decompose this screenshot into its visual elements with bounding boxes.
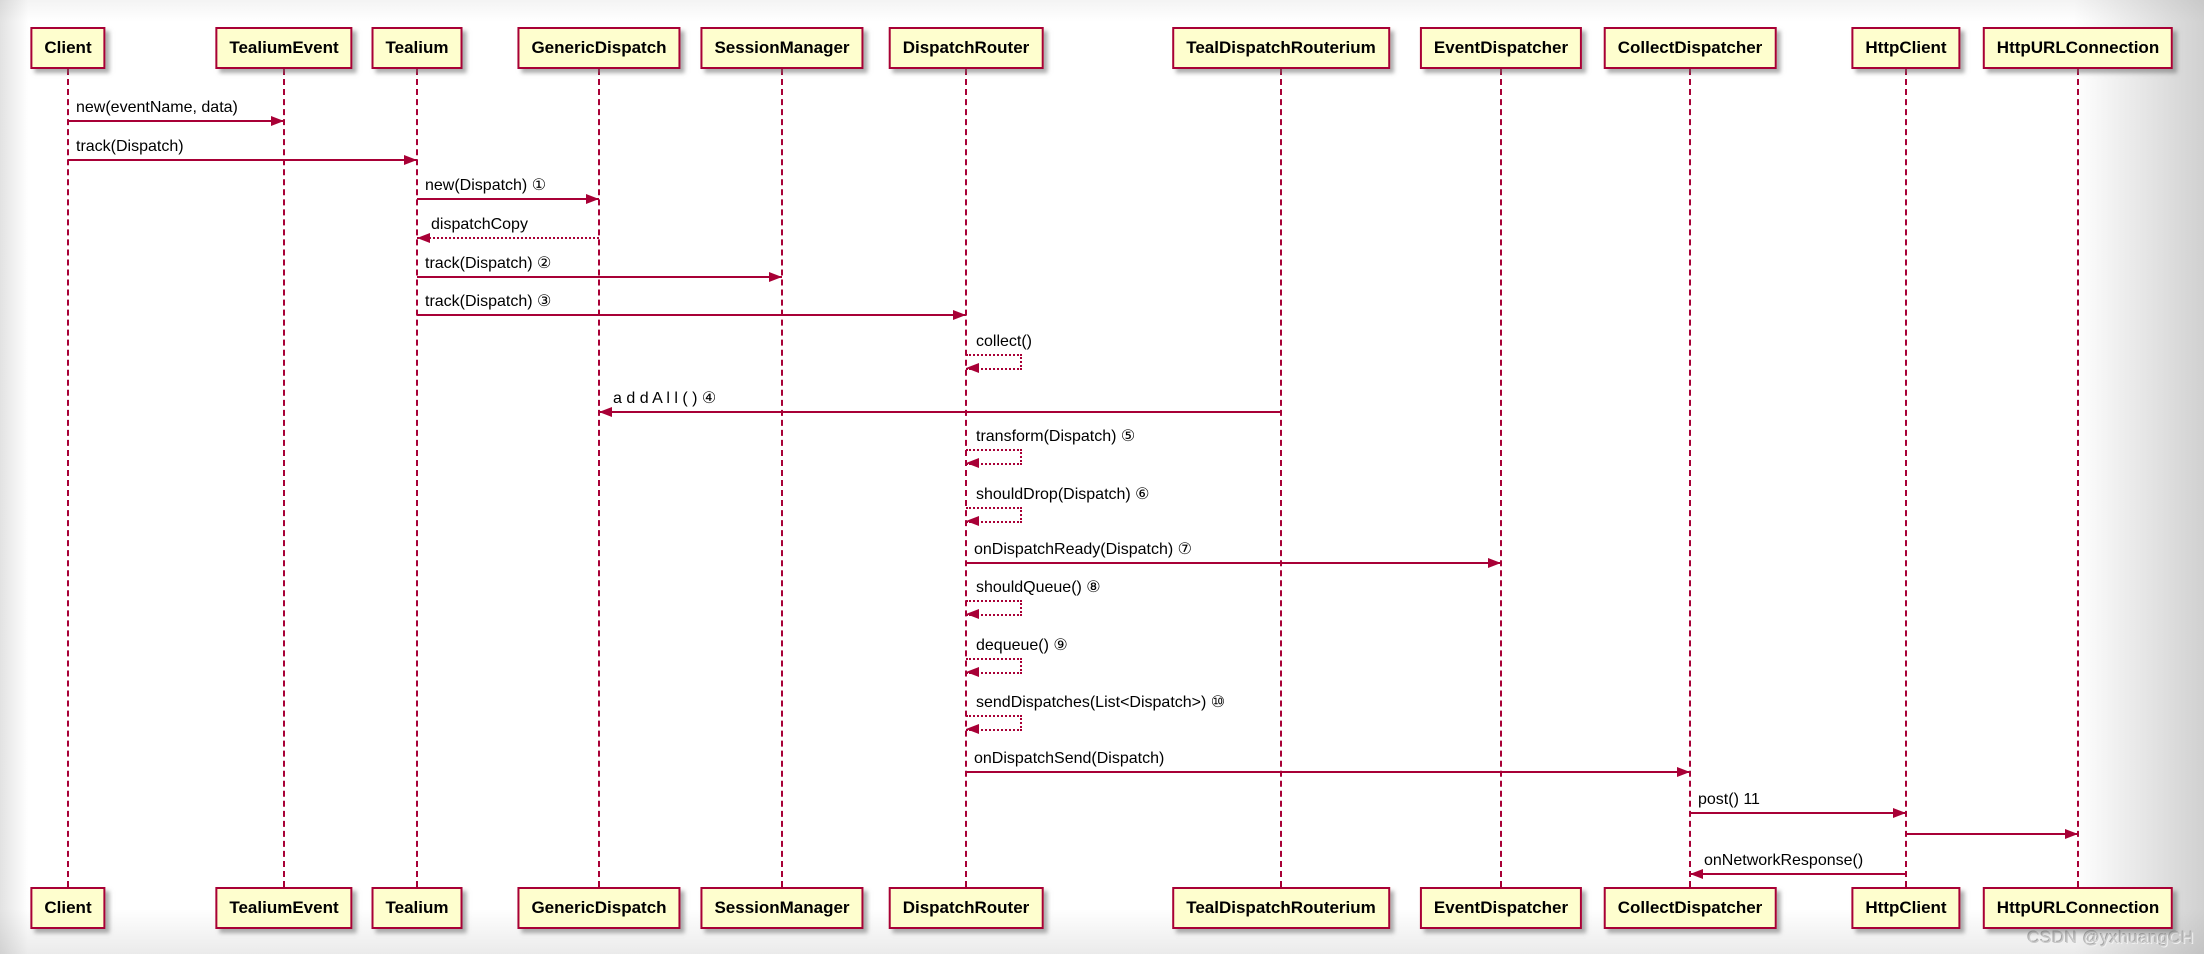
arrowhead-right: [1893, 808, 1906, 818]
message-label: onDispatchReady(Dispatch) ⑦: [974, 541, 1192, 558]
participant-box-bottom-HttpClient: HttpClient: [1851, 887, 1961, 929]
participant-box-bottom-Client: Client: [30, 887, 106, 929]
arrowhead-right: [1488, 558, 1501, 568]
participant-box-bottom-SessionManager: SessionManager: [700, 887, 864, 929]
self-call-loop: [966, 507, 1022, 523]
message-line: [599, 411, 1281, 413]
message-label: shouldQueue() ⑧: [976, 579, 1101, 596]
participant-box-bottom-Tealium: Tealium: [371, 887, 463, 929]
arrowhead-left: [966, 667, 979, 677]
message-line: [417, 276, 782, 278]
arrowhead-left: [1690, 869, 1703, 879]
participant-box-top-TealiumEvent: TealiumEvent: [215, 27, 353, 69]
participant-box-bottom-EventDispatcher: EventDispatcher: [1419, 887, 1583, 929]
arrowhead-left: [599, 407, 612, 417]
participant-box-top-Client: Client: [30, 27, 106, 69]
participant-box-bottom-GenericDispatch: GenericDispatch: [517, 887, 681, 929]
lifeline-HttpClient: [1905, 69, 1907, 887]
participant-box-top-HttpURLConnection: HttpURLConnection: [1982, 27, 2174, 69]
participant-box-top-GenericDispatch: GenericDispatch: [517, 27, 681, 69]
participant-box-bottom-TealiumEvent: TealiumEvent: [215, 887, 353, 929]
message-line: [68, 120, 284, 122]
participant-box-top-TealDispatchRouterium: TealDispatchRouterium: [1172, 27, 1390, 69]
message-label: sendDispatches(List<Dispatch>) ⑩: [976, 694, 1226, 711]
participant-box-bottom-TealDispatchRouterium: TealDispatchRouterium: [1172, 887, 1390, 929]
message-label: post() 11: [1698, 791, 1760, 808]
arrowhead-left: [966, 516, 979, 526]
message-line: [966, 771, 1690, 773]
arrowhead-left: [966, 458, 979, 468]
arrowhead-right: [2065, 829, 2078, 839]
message-label: dispatchCopy: [431, 216, 528, 233]
message-label: new(Dispatch) ①: [425, 177, 547, 194]
lifeline-DispatchRouter: [965, 69, 967, 887]
message-line: [417, 198, 599, 200]
message-label: track(Dispatch): [76, 138, 184, 155]
arrowhead-right: [271, 116, 284, 126]
participant-box-top-DispatchRouter: DispatchRouter: [888, 27, 1044, 69]
watermark: CSDN @yxhuangCH: [2027, 928, 2194, 947]
arrowhead-left: [966, 363, 979, 373]
message-label: dequeue() ⑨: [976, 637, 1068, 654]
message-label: track(Dispatch) ③: [425, 293, 552, 310]
message-label: a d d A l l ( ) ④: [613, 390, 717, 407]
lifeline-Client: [67, 69, 69, 887]
lifeline-EventDispatcher: [1500, 69, 1502, 887]
arrowhead-left: [417, 233, 430, 243]
lifeline-Tealium: [416, 69, 418, 887]
participant-box-top-Tealium: Tealium: [371, 27, 463, 69]
message-line: [1906, 833, 2078, 835]
arrowhead-left: [966, 609, 979, 619]
lifeline-GenericDispatch: [598, 69, 600, 887]
participant-box-bottom-DispatchRouter: DispatchRouter: [888, 887, 1044, 929]
self-call-loop: [966, 658, 1022, 674]
message-label: track(Dispatch) ②: [425, 255, 552, 272]
arrowhead-right: [1677, 767, 1690, 777]
message-label: transform(Dispatch) ⑤: [976, 428, 1136, 445]
message-line: [1690, 873, 1906, 875]
self-call-loop: [966, 600, 1022, 616]
message-line: [1690, 812, 1906, 814]
participant-box-top-CollectDispatcher: CollectDispatcher: [1603, 27, 1777, 69]
message-line: [68, 159, 417, 161]
message-label: onNetworkResponse(): [1704, 852, 1864, 869]
participant-box-top-EventDispatcher: EventDispatcher: [1419, 27, 1583, 69]
lifeline-HttpURLConnection: [2077, 69, 2079, 887]
participant-box-bottom-CollectDispatcher: CollectDispatcher: [1603, 887, 1777, 929]
lifeline-TealDispatchRouterium: [1280, 69, 1282, 887]
self-call-loop: [966, 449, 1022, 465]
arrowhead-left: [966, 724, 979, 734]
participant-box-bottom-HttpURLConnection: HttpURLConnection: [1982, 887, 2174, 929]
message-line: [966, 562, 1501, 564]
self-call-loop: [966, 354, 1022, 370]
participant-box-top-HttpClient: HttpClient: [1851, 27, 1961, 69]
arrowhead-right: [404, 155, 417, 165]
message-label: collect(): [976, 333, 1033, 350]
participant-box-top-SessionManager: SessionManager: [700, 27, 864, 69]
message-label: new(eventName, data): [76, 99, 238, 116]
arrowhead-right: [953, 310, 966, 320]
message-line: [417, 237, 599, 239]
self-call-loop: [966, 715, 1022, 731]
arrowhead-right: [586, 194, 599, 204]
lifeline-CollectDispatcher: [1689, 69, 1691, 887]
lifeline-TealiumEvent: [283, 69, 285, 887]
message-label: onDispatchSend(Dispatch): [974, 750, 1165, 767]
lifeline-SessionManager: [781, 69, 783, 887]
arrowhead-right: [769, 272, 782, 282]
message-line: [417, 314, 966, 316]
message-label: shouldDrop(Dispatch) ⑥: [976, 486, 1150, 503]
